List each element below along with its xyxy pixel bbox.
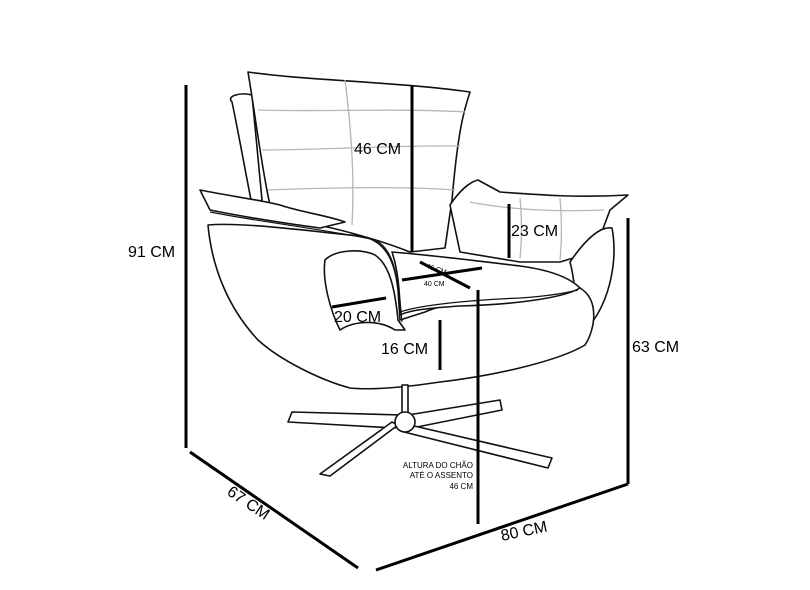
armchair-drawing [199, 71, 629, 477]
floor-note-line3: 46 CM [449, 482, 473, 491]
left-wing [199, 189, 346, 229]
pillow-seam [519, 197, 523, 259]
width-line [375, 482, 629, 572]
seat-cushion [391, 251, 581, 316]
arm-total-height-label: 63 CM [632, 339, 679, 356]
chair-body [207, 223, 595, 390]
backrest-seam [261, 145, 461, 151]
seat-width-line [401, 266, 483, 282]
pillow-seam [559, 197, 563, 261]
backrest-cushion-label: 23 CM [511, 223, 558, 240]
width-label: 80 CM [499, 518, 549, 544]
floor-note-line2: ATÉ O ASSENTO [410, 471, 473, 480]
left-arm-inner [323, 250, 406, 331]
total-height-label: 91 CM [128, 244, 175, 261]
left-arm-rim [209, 211, 403, 323]
seat-width-label: 40 CM [424, 281, 445, 288]
backrest-seam [257, 109, 466, 113]
arm-width-line [331, 296, 387, 309]
backrest [247, 71, 471, 253]
depth-line [189, 450, 359, 570]
pillow-seam [469, 201, 605, 212]
backrest-seam [267, 187, 456, 191]
arm-height-label: 16 CM [381, 341, 428, 358]
backrest-seam [344, 79, 354, 226]
seat-piping [399, 289, 579, 313]
arm-width-label: 20 CM [334, 309, 381, 326]
backrest-height-label: 46 CM [354, 141, 401, 158]
dimension-lines [184, 85, 630, 572]
floor-note-line1: ALTURA DO CHÃO [403, 461, 473, 470]
